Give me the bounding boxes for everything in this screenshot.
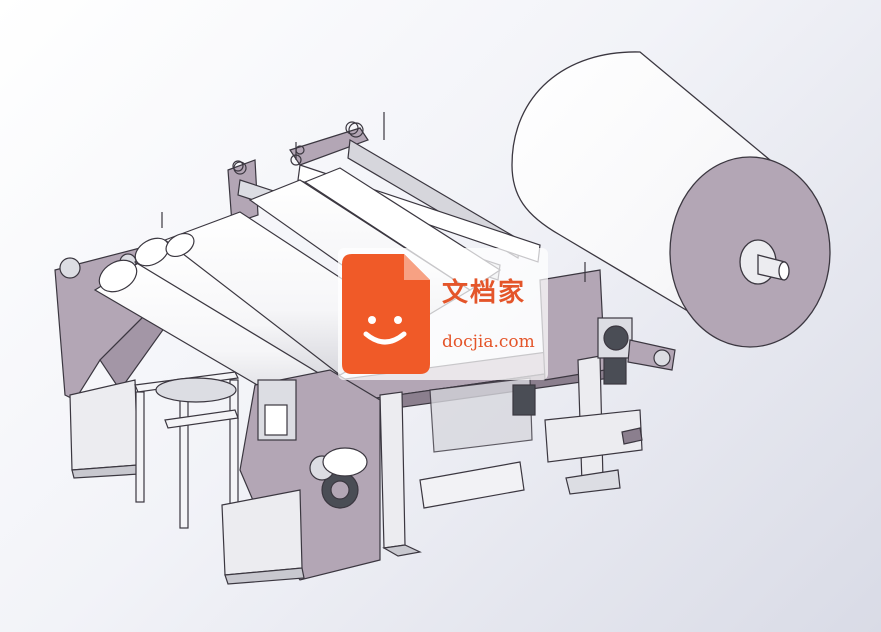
left-stand — [134, 371, 239, 529]
docjia-watermark: 文档家 docjia.com — [338, 248, 548, 380]
front-side-plate — [221, 369, 381, 585]
lifting-eyes — [232, 121, 586, 282]
unwind-paper-roll — [511, 51, 831, 348]
drive-motors — [512, 317, 676, 463]
watermark-title: 文档家 — [442, 278, 527, 308]
watermark-url: docjia.com — [442, 332, 535, 352]
smiley-document-icon — [342, 254, 430, 374]
